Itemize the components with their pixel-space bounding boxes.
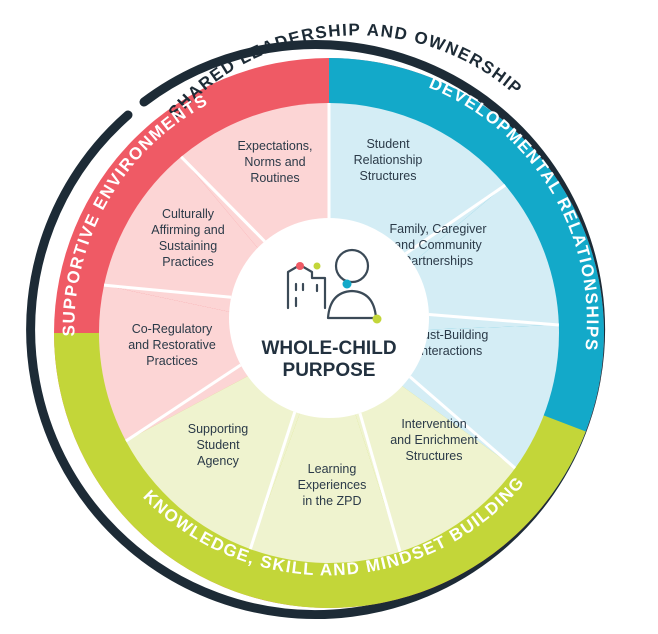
segment-label-line: Student: [196, 438, 240, 452]
segment-label-line: Practices: [162, 255, 213, 269]
center-title-line1: WHOLE-CHILD: [261, 338, 396, 359]
segment-label-line: Culturally: [162, 207, 215, 221]
segment-label-line: Intervention: [401, 417, 466, 431]
segment-divider: [248, 411, 297, 550]
segment-label-line: Experiences: [298, 478, 367, 492]
segment-label-line: Structures: [406, 449, 463, 463]
segment-label-line: Agency: [197, 454, 239, 468]
segment-label-line: Supporting: [188, 422, 249, 436]
segment-label-line: Interactions: [418, 344, 483, 358]
segment-divider: [404, 183, 507, 255]
segment-label-line: Routines: [250, 171, 299, 185]
segment-label-line: in the ZPD: [302, 494, 361, 508]
segment-label-line: Affirming and: [151, 223, 224, 237]
segment-label-line: Co-Regulatory: [132, 322, 213, 336]
segment-divider: [358, 412, 402, 553]
segment-divider: [408, 375, 517, 470]
segment-label-line: Student: [366, 137, 410, 151]
segment-label-line: Expectations,: [237, 139, 312, 153]
segment-divider: [180, 155, 266, 243]
segment-label-line: Partnerships: [403, 254, 473, 268]
segment-label-line: and Enrichment: [390, 433, 478, 447]
school-and-person-icon: [286, 248, 382, 324]
segment-label-line: Relationship: [354, 153, 423, 167]
segment-divider: [125, 363, 242, 443]
segment-label-line: Learning: [308, 462, 357, 476]
segment-label-line: Norms and: [244, 155, 305, 169]
center-title-line2: PURPOSE: [283, 360, 376, 381]
segment-label-line: and Restorative: [128, 338, 216, 352]
segment-label-line: Structures: [360, 169, 417, 183]
segment-label-line: Trust-Building: [412, 328, 489, 342]
segment-label-line: Sustaining: [159, 239, 217, 253]
segment-label-line: Family, Caregiver: [389, 222, 486, 236]
segment-label-line: and Community: [394, 238, 482, 252]
segment-dividers: [103, 103, 559, 553]
segment-divider: [103, 283, 232, 299]
segment-divider: [428, 313, 559, 327]
segment-label-line: Practices: [146, 354, 197, 368]
segment-5: [250, 333, 401, 563]
